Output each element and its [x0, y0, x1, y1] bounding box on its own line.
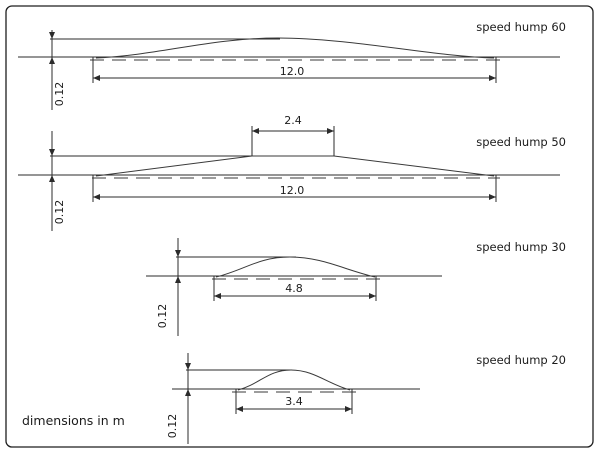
hump-profile — [95, 155, 495, 177]
height-dimension: 0.12 — [166, 353, 193, 444]
length-label: 3.4 — [285, 395, 303, 408]
length-dimension: 4.8 — [213, 276, 377, 301]
top-width-label: 2.4 — [284, 114, 302, 127]
speed-hump-50: speed hump 50 2.4 0.12 12.0 — [18, 114, 566, 231]
length-label: 4.8 — [285, 282, 303, 295]
height-label: 0.12 — [53, 200, 66, 225]
hump-title: speed hump 60 — [476, 20, 566, 34]
length-label: 12.0 — [280, 184, 305, 197]
hump-profile — [237, 369, 351, 391]
height-label: 0.12 — [53, 82, 66, 107]
height-dimension: 0.12 — [47, 30, 66, 110]
height-label: 0.12 — [166, 414, 179, 439]
height-dimension: 0.12 — [156, 238, 183, 336]
length-dimension: 3.4 — [235, 389, 353, 414]
hump-profile — [95, 37, 495, 59]
hump-title: speed hump 20 — [476, 353, 566, 367]
speed-hump-30: speed hump 30 0.12 4.8 — [146, 238, 566, 336]
hump-title: speed hump 50 — [476, 135, 566, 149]
length-label: 12.0 — [280, 65, 305, 78]
hump-profile — [215, 256, 376, 278]
length-dimension: 12.0 — [92, 175, 497, 202]
speed-hump-60: speed hump 60 0.12 12.0 — [18, 20, 566, 110]
hump-title: speed hump 30 — [476, 240, 566, 254]
top-width-dimension: 2.4 — [251, 114, 335, 156]
height-label: 0.12 — [156, 304, 169, 329]
dimensions-note: dimensions in m — [22, 413, 125, 428]
diagram-frame — [5, 5, 594, 448]
height-dimension: 0.12 — [47, 131, 66, 231]
length-dimension: 12.0 — [92, 57, 497, 83]
speed-hump-20: speed hump 20 0.12 3.4 — [166, 353, 566, 444]
